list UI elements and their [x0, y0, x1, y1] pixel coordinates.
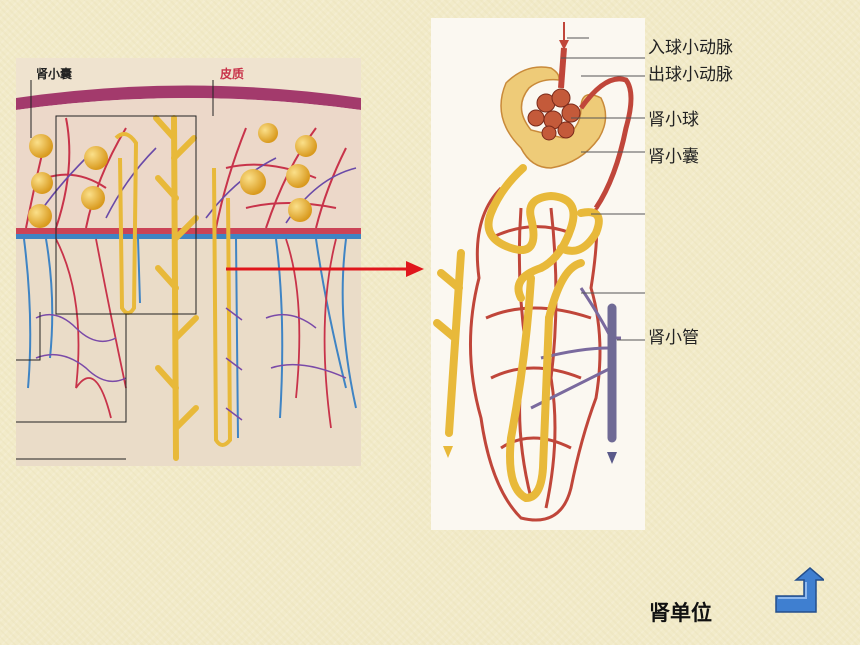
- label-capsule-left: 肾小囊: [36, 67, 73, 81]
- back-button[interactable]: [774, 566, 824, 616]
- label-cortex: 皮质: [220, 67, 245, 81]
- label-efferent-arteriole: 出球小动脉: [648, 65, 733, 85]
- label-glomerulus: 肾小球: [648, 110, 699, 130]
- nephron-detail-image: [431, 18, 645, 530]
- label-afferent-arteriole: 入球小动脉: [648, 38, 733, 58]
- return-arrow-icon: [775, 567, 824, 613]
- page-title: 肾单位: [649, 601, 712, 625]
- pointer-arrow: [226, 261, 424, 277]
- label-bowman-capsule: 肾小囊: [648, 147, 699, 167]
- left-leader-line: [16, 458, 126, 460]
- nephron-illustration: [433, 22, 645, 522]
- label-renal-tubule: 肾小管: [648, 328, 699, 348]
- cortex-section-image: 肾小囊 皮质: [16, 58, 361, 466]
- cortex-section-illustration: [16, 80, 361, 466]
